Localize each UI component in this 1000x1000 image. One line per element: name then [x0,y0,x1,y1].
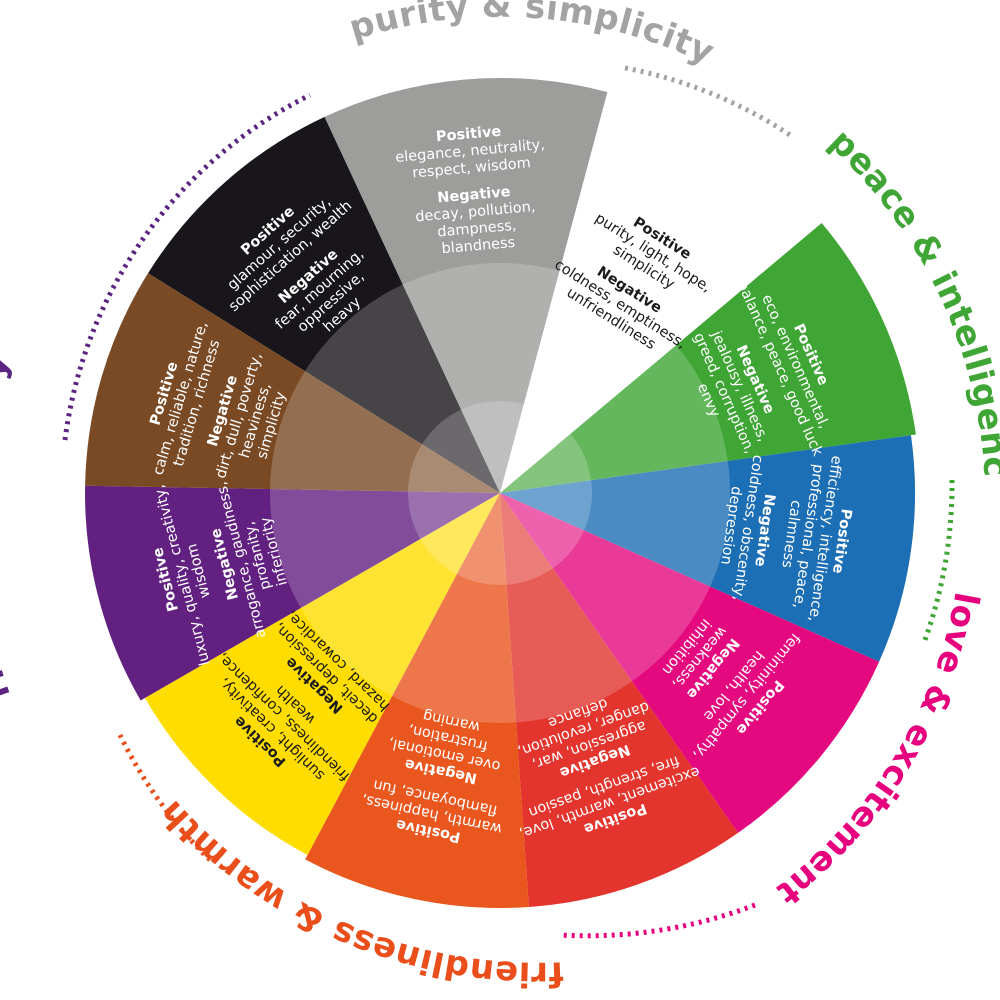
segment-black [148,116,500,494]
dots-peace [922,479,955,641]
segment-yellow [144,493,500,855]
core-ring [408,401,592,585]
inner-ring [270,263,730,723]
dots-love [559,902,756,939]
dots-richness [62,92,312,441]
segment-grey [324,77,608,494]
segment-purple [85,485,501,701]
segment-blue [500,435,916,662]
segment-brown [85,273,500,493]
segment-text-green: Positiveeco, environmental,balance, peac… [662,265,856,491]
segment-white [500,111,803,493]
positive-heading: Positive [435,124,502,146]
negative-heading: Negative [437,184,512,206]
segment-magenta [500,493,880,833]
segment-orange [305,493,529,909]
theme-purity: purity & simplicity [345,0,721,73]
segment-red [500,493,738,907]
wheel-segments [85,77,916,909]
wheel-center-rings [270,263,730,723]
dots-purity [624,65,792,138]
theme-richness: richness & luxury [0,348,19,705]
negative-line: blandness [441,235,516,257]
negative-line: dampness, [437,218,517,241]
segment-green [500,223,916,493]
